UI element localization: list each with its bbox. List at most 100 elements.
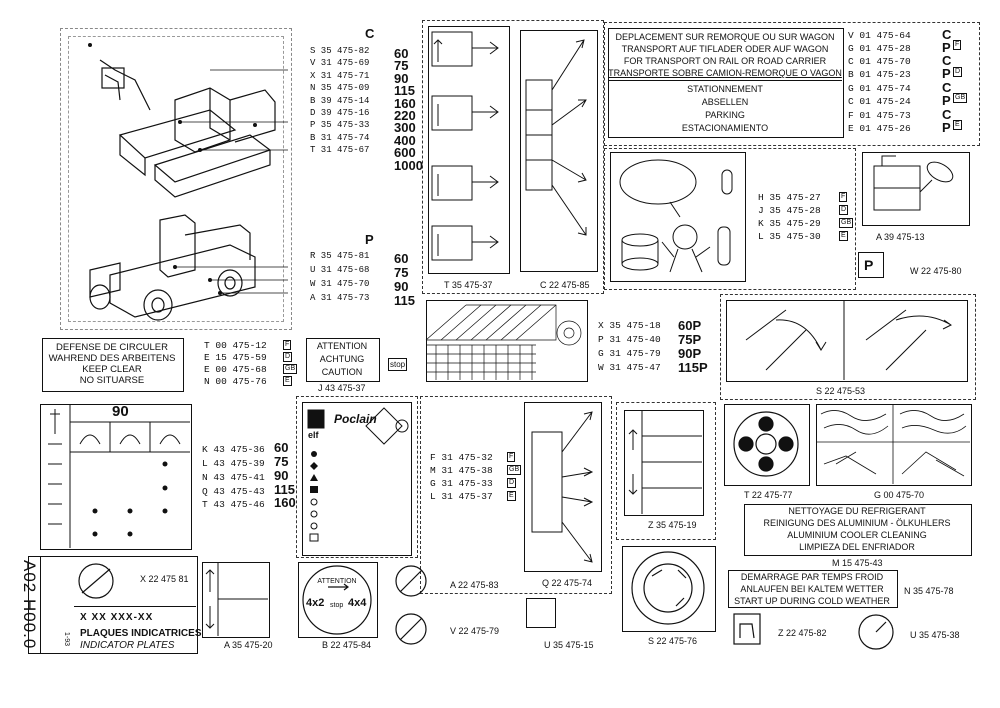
main-title: PLAQUES INDICATRICES (80, 628, 202, 639)
poclain-frame (296, 396, 418, 558)
lang-group-frame (420, 396, 612, 594)
demarrage-line-2: ANLAUFEN BEI KALTEM WETTER (740, 584, 884, 594)
att4x-left: 4x2 (306, 597, 325, 609)
plate-s22-76-code: S 22 475-76 (648, 636, 698, 646)
attention-plate (306, 338, 380, 382)
poclain-symbols (307, 407, 409, 542)
side-code-strip (28, 556, 43, 654)
plate-b22-84 (298, 562, 378, 638)
att4x-top: ATTENTION (317, 578, 357, 585)
joystick-pictogram (628, 410, 702, 514)
hydraulic-control-pictograms (431, 31, 499, 261)
poclain-elf-logo: elf (308, 430, 319, 440)
plate-q22-code: Q 22 475-74 (542, 578, 593, 588)
terrain-pictogram (816, 404, 970, 484)
excavator-letter: C (365, 26, 375, 41)
boom-size-title: 90 (112, 403, 129, 420)
machine-drawing-inner-frame (68, 36, 284, 322)
transport-divider (608, 80, 842, 81)
parking-symbol: P (864, 257, 874, 273)
side-date: 1-93 (63, 632, 70, 647)
plate-s22-53-frame (720, 294, 976, 400)
nettoyage-code: M 15 475-43 (832, 558, 883, 568)
grid-plate (426, 300, 588, 382)
plate-z22-82-code: Z 22 475-82 (778, 628, 827, 638)
nettoyage-line-2: REINIGUNG DES ALUMINIUM - ÖLKUHLERS (763, 518, 951, 528)
plate-t35-code: T 35 475-37 (444, 280, 493, 290)
nettoyage-plate (744, 504, 972, 556)
plate-group-t35-frame (422, 20, 604, 294)
att4x-right: 4x4 (348, 597, 367, 609)
defense-line-3: KEEP CLEAR (82, 364, 142, 375)
plate-z35-19-code: Z 35 475-19 (648, 520, 697, 530)
demarrage-plate (728, 570, 898, 608)
fuel-group-frame (604, 148, 856, 290)
parking-symbol-plate (858, 252, 884, 278)
nettoyage-line-1: NETTOYAGE DU REFRIGERANT (788, 506, 926, 516)
boom-size-plate (40, 404, 192, 550)
fuel-plate (610, 152, 746, 282)
plate-a39 (862, 152, 970, 226)
transport-line-4: TRANSPORTE SOBRE CAMION-REMORQUE O VAGON (608, 68, 842, 78)
circle-4x4-badge (302, 565, 372, 635)
demarrage-line-3: START UP DURING COLD WEATHER (734, 596, 890, 606)
seat-pictogram (733, 613, 761, 645)
side-code: A02 H00.0 (20, 560, 39, 650)
transport-line-2: TRANSPORT AUF TIFLADER ODER AUF WAGON (621, 44, 829, 54)
boom-motion-pictogram (745, 300, 952, 380)
excavator-drawing (88, 43, 288, 198)
parking-line-2: ABSELLEN (701, 97, 749, 107)
transport-line-3: FOR TRANSPORT ON RAIL OR ROAD CARRIER (623, 56, 827, 66)
attention-line-3: CAUTION (321, 367, 363, 377)
plate-a22-83-code: A 22 475-83 (450, 580, 499, 590)
plate-z35-19 (624, 410, 704, 516)
wheeled-letter: P (365, 232, 374, 247)
plate-u35-15 (526, 598, 556, 628)
plate-b22-84-code: B 22 475-84 (322, 640, 372, 650)
lever-arrows-pictogram (205, 562, 268, 636)
demarrage-line-1: DEMARRAGE PAR TEMPS FROID (740, 572, 884, 582)
plate-t35 (428, 26, 510, 274)
control-arrows-pictogram (531, 411, 594, 563)
pressure-gauge-pictogram (858, 614, 894, 650)
no-hose-pictogram (78, 563, 114, 599)
parking-line-1: STATIONNEMENT (687, 84, 763, 94)
defense-line-1: DEFENSE DE CIRCULER (56, 342, 168, 353)
mascot-oil-pictogram (619, 159, 733, 273)
no-cab-pictogram (395, 613, 427, 645)
rotary-selector-pictogram (631, 551, 705, 625)
plate-c22-code: C 22 475-85 (540, 280, 590, 290)
wheeled-excavator-drawing (89, 214, 288, 321)
plate-s22-76 (622, 546, 716, 632)
defense-line-4: NO SITUARSE (79, 375, 145, 386)
plate-s22-53-code: S 22 475-53 (816, 386, 866, 396)
transport-group-frame (604, 22, 980, 146)
part-ref: X XX XXX-XX (80, 612, 154, 623)
plate-a35-20-code: A 35 475-20 (224, 640, 273, 650)
plate-z35-19-frame (616, 402, 716, 540)
transport-plate (608, 28, 844, 138)
plate-c22 (520, 30, 598, 272)
nettoyage-line-4: LIMPIEZA DEL ENFRIADOR (799, 542, 915, 552)
plate-a39-code: A 39 475-13 (876, 232, 925, 242)
plate-s22-53 (726, 300, 968, 382)
machine-drawing-frame (60, 28, 292, 330)
parking-line-4: ESTACIONAMIENTO (681, 123, 769, 133)
plate-q22 (524, 402, 602, 572)
lubrication-wheel-pictogram (733, 411, 799, 477)
main-title-sub: INDICATOR PLATES (80, 640, 175, 651)
plate-w22-code: W 22 475-80 (910, 266, 962, 276)
title-block-frame (40, 556, 198, 654)
